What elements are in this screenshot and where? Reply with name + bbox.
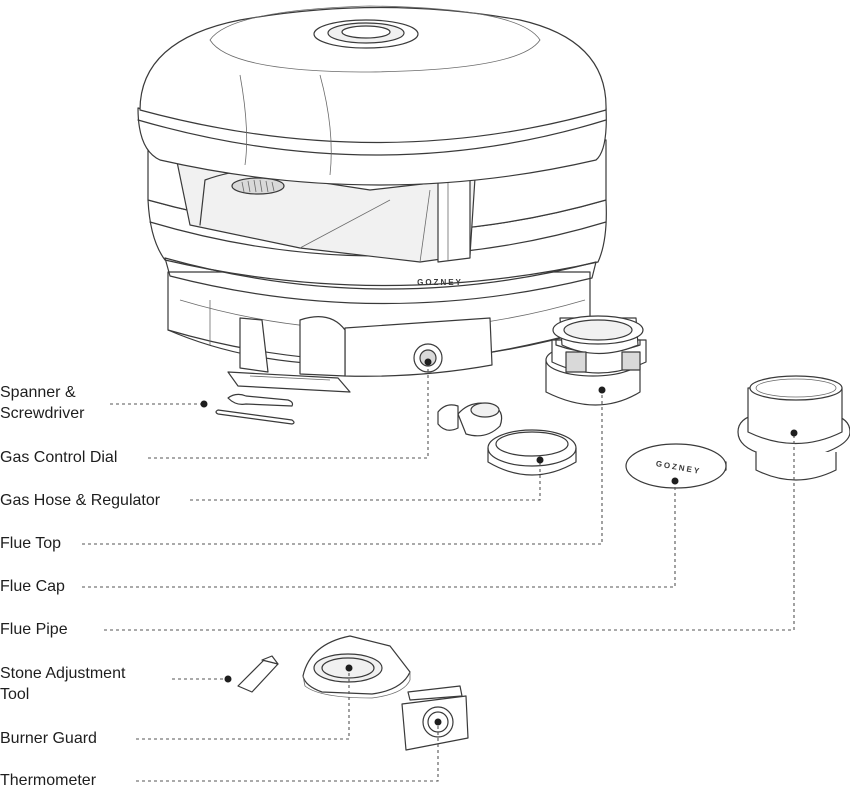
flue-cap: GOZNEY: [625, 443, 727, 489]
spanner-and-screwdriver: [215, 393, 295, 425]
label-spanner-line1: Spanner &: [0, 384, 76, 401]
pizza-oven: [137, 5, 607, 393]
callout-dots: [200, 358, 798, 726]
burner-guard: [302, 635, 411, 699]
flue-top: [545, 315, 647, 406]
leader-burner-guard: [136, 668, 350, 740]
leader-flue-cap: [82, 481, 676, 588]
oven-brand-logo: GOZNEY: [417, 278, 463, 287]
label-gas-control-dial: Gas Control Dial: [0, 449, 118, 466]
leader-lines: [82, 362, 795, 782]
thermometer: [401, 685, 469, 751]
label-stone-tool-line2: Tool: [0, 686, 30, 703]
leader-thermometer: [136, 722, 439, 782]
label-stone-tool-line1: Stone Adjustment: [0, 665, 126, 682]
leader-gas-hose: [190, 460, 541, 501]
label-flue-top: Flue Top: [0, 535, 62, 552]
label-flue-cap: Flue Cap: [0, 578, 65, 595]
label-spanner-line2: Screwdriver: [0, 405, 85, 422]
leader-flue-top: [82, 390, 603, 545]
label-burner-guard: Burner Guard: [0, 730, 97, 747]
label-thermometer: Thermometer: [0, 772, 97, 789]
gas-hose-and-regulator: [437, 402, 577, 476]
label-flue-pipe: Flue Pipe: [0, 621, 68, 638]
label-gas-hose-regulator: Gas Hose & Regulator: [0, 492, 161, 509]
leader-gas-dial: [148, 362, 429, 459]
flue-pipe: [737, 375, 850, 481]
stone-adjustment-tool: [237, 655, 279, 693]
leader-flue-pipe: [104, 433, 795, 631]
